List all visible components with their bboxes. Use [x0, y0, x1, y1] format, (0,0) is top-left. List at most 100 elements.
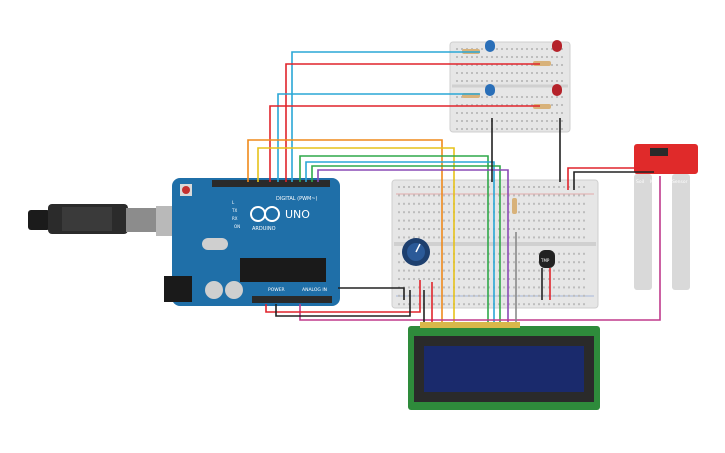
breadboard-hole — [476, 56, 478, 58]
breadboard-hole — [443, 202, 445, 205]
breadboard-hole — [568, 269, 570, 272]
breadboard-hole — [521, 120, 523, 122]
breadboard-hole — [501, 72, 503, 74]
breadboard-hole — [528, 278, 530, 280]
breadboard-hole — [438, 236, 440, 239]
breadboard-hole — [553, 269, 555, 272]
breadboard-hole — [513, 269, 515, 272]
breadboard-hole — [518, 252, 520, 255]
breadboard-hole — [468, 202, 470, 205]
breadboard-hole — [418, 303, 420, 306]
breadboard-hole — [528, 286, 530, 289]
breadboard-hole — [483, 202, 485, 205]
breadboard-hole — [536, 48, 538, 50]
breadboard-hole — [543, 286, 545, 289]
breadboard-hole — [548, 303, 550, 306]
breadboard-hole — [408, 303, 410, 306]
breadboard-hole — [433, 303, 435, 306]
breadboard-hole — [548, 228, 550, 230]
breadboard-hole — [498, 186, 500, 188]
breadboard-hole — [538, 294, 540, 297]
breadboard-hole — [486, 80, 488, 82]
breadboard-hole — [448, 236, 450, 239]
breadboard-hole — [546, 72, 548, 74]
breadboard-hole — [543, 269, 545, 272]
breadboard-hole — [443, 236, 445, 239]
breadboard-hole — [461, 72, 463, 74]
breadboard-hole — [578, 202, 580, 205]
breadboard-hole — [551, 104, 553, 106]
breadboard-hole — [498, 261, 500, 264]
potentiometer — [402, 238, 430, 266]
breadboard-hole — [538, 261, 540, 264]
breadboard-hole — [496, 120, 498, 122]
breadboard-hole — [578, 261, 580, 264]
breadboard-hole — [508, 236, 510, 239]
breadboard-hole — [528, 219, 530, 222]
breadboard-hole — [481, 56, 483, 58]
breadboard-hole — [568, 211, 570, 214]
breadboard-hole — [516, 104, 518, 106]
breadboard-hole — [473, 286, 475, 289]
breadboard-hole — [563, 202, 565, 205]
breadboard-hole — [578, 194, 580, 197]
breadboard-hole — [538, 194, 540, 197]
breadboard-hole — [518, 211, 520, 214]
breadboard-hole — [513, 186, 515, 188]
breadboard-hole — [573, 202, 575, 205]
arduino-brand-label: ARDUINO — [252, 226, 276, 232]
breadboard-hole — [516, 128, 518, 130]
breadboard-hole — [523, 228, 525, 230]
breadboard-hole — [483, 261, 485, 264]
breadboard-hole — [478, 252, 480, 255]
breadboard-hole — [583, 202, 585, 205]
breadboard-hole — [516, 96, 518, 98]
breadboard-hole — [498, 219, 500, 222]
breadboard-hole — [573, 303, 575, 306]
breadboard-hole — [538, 228, 540, 230]
breadboard-hole — [561, 64, 563, 66]
breadboard-hole — [473, 228, 475, 230]
breadboard-hole — [473, 186, 475, 188]
breadboard-hole — [501, 104, 503, 106]
breadboard-hole — [423, 236, 425, 239]
breadboard-hole — [458, 294, 460, 297]
breadboard-hole — [533, 269, 535, 272]
breadboard-hole — [573, 269, 575, 272]
breadboard-hole — [473, 252, 475, 255]
breadboard-hole — [508, 202, 510, 205]
blue-led-top — [485, 40, 495, 52]
breadboard-hole — [523, 278, 525, 280]
breadboard-hole — [538, 286, 540, 289]
breadboard-hole — [546, 56, 548, 58]
sensor-label-sensor: Sensor — [672, 179, 688, 185]
breadboard-hole — [463, 236, 465, 239]
breadboard-hole — [491, 64, 493, 66]
breadboard-hole — [461, 96, 463, 98]
breadboard-hole — [483, 269, 485, 272]
breadboard-hole — [466, 56, 468, 58]
breadboard-hole — [578, 236, 580, 239]
breadboard-hole — [511, 64, 513, 66]
breadboard-hole — [398, 228, 400, 230]
breadboard-hole — [541, 112, 543, 114]
breadboard-hole — [408, 211, 410, 214]
breadboard-hole — [583, 269, 585, 272]
breadboard-hole — [413, 294, 415, 297]
breadboard-hole — [573, 261, 575, 264]
breadboard-hole — [458, 286, 460, 289]
breadboard-hole — [503, 278, 505, 280]
breadboard-hole — [476, 112, 478, 114]
on-label: ON — [234, 224, 240, 229]
breadboard-hole — [558, 252, 560, 255]
breadboard-hole — [526, 96, 528, 98]
breadboard-hole — [458, 219, 460, 222]
breadboard-hole — [486, 112, 488, 114]
breadboard-hole — [558, 261, 560, 264]
breadboard-hole — [443, 194, 445, 197]
breadboard-hole — [478, 294, 480, 297]
breadboard-hole — [481, 128, 483, 130]
breadboard-hole — [503, 252, 505, 255]
breadboard-hole — [518, 228, 520, 230]
breadboard-hole — [518, 186, 520, 188]
